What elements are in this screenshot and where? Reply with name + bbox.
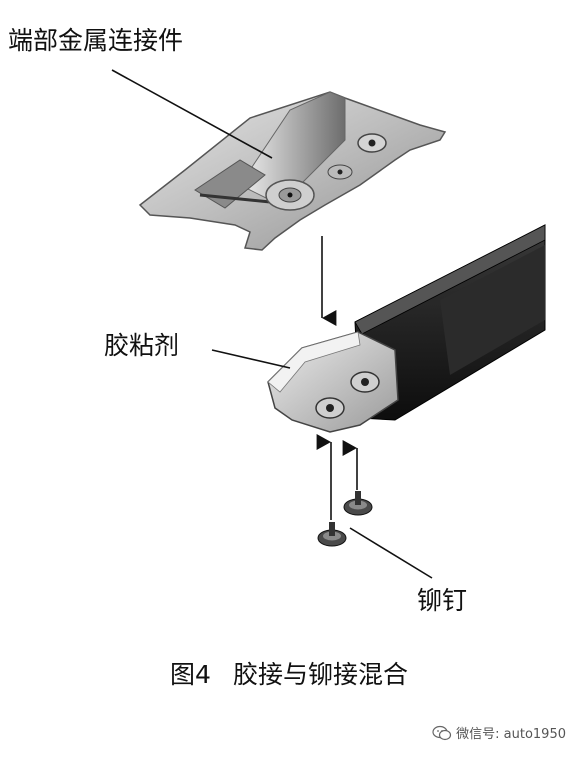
rivet-1 bbox=[317, 522, 347, 547]
leader-line-adhesive bbox=[211, 349, 291, 369]
label-rivet: 铆钉 bbox=[417, 586, 468, 615]
end-metal-connector bbox=[138, 91, 447, 251]
label-adhesive: 胶粘剂 bbox=[104, 331, 180, 360]
figure-number: 图4 bbox=[170, 660, 211, 689]
figure-title: 胶接与铆接混合 bbox=[232, 660, 408, 689]
leader-line-connector bbox=[111, 69, 273, 159]
wechat-icon bbox=[432, 725, 452, 740]
leader-line-rivet bbox=[349, 527, 433, 579]
inserted-connector-end bbox=[267, 331, 399, 433]
watermark-text: 微信号: auto1950 bbox=[456, 727, 566, 742]
figure-caption: 图4 胶接与铆接混合 bbox=[0, 662, 578, 687]
rivet-2 bbox=[343, 491, 373, 516]
watermark: 微信号: auto1950 bbox=[432, 723, 566, 742]
label-end-metal-connector: 端部金属连接件 bbox=[8, 26, 184, 55]
